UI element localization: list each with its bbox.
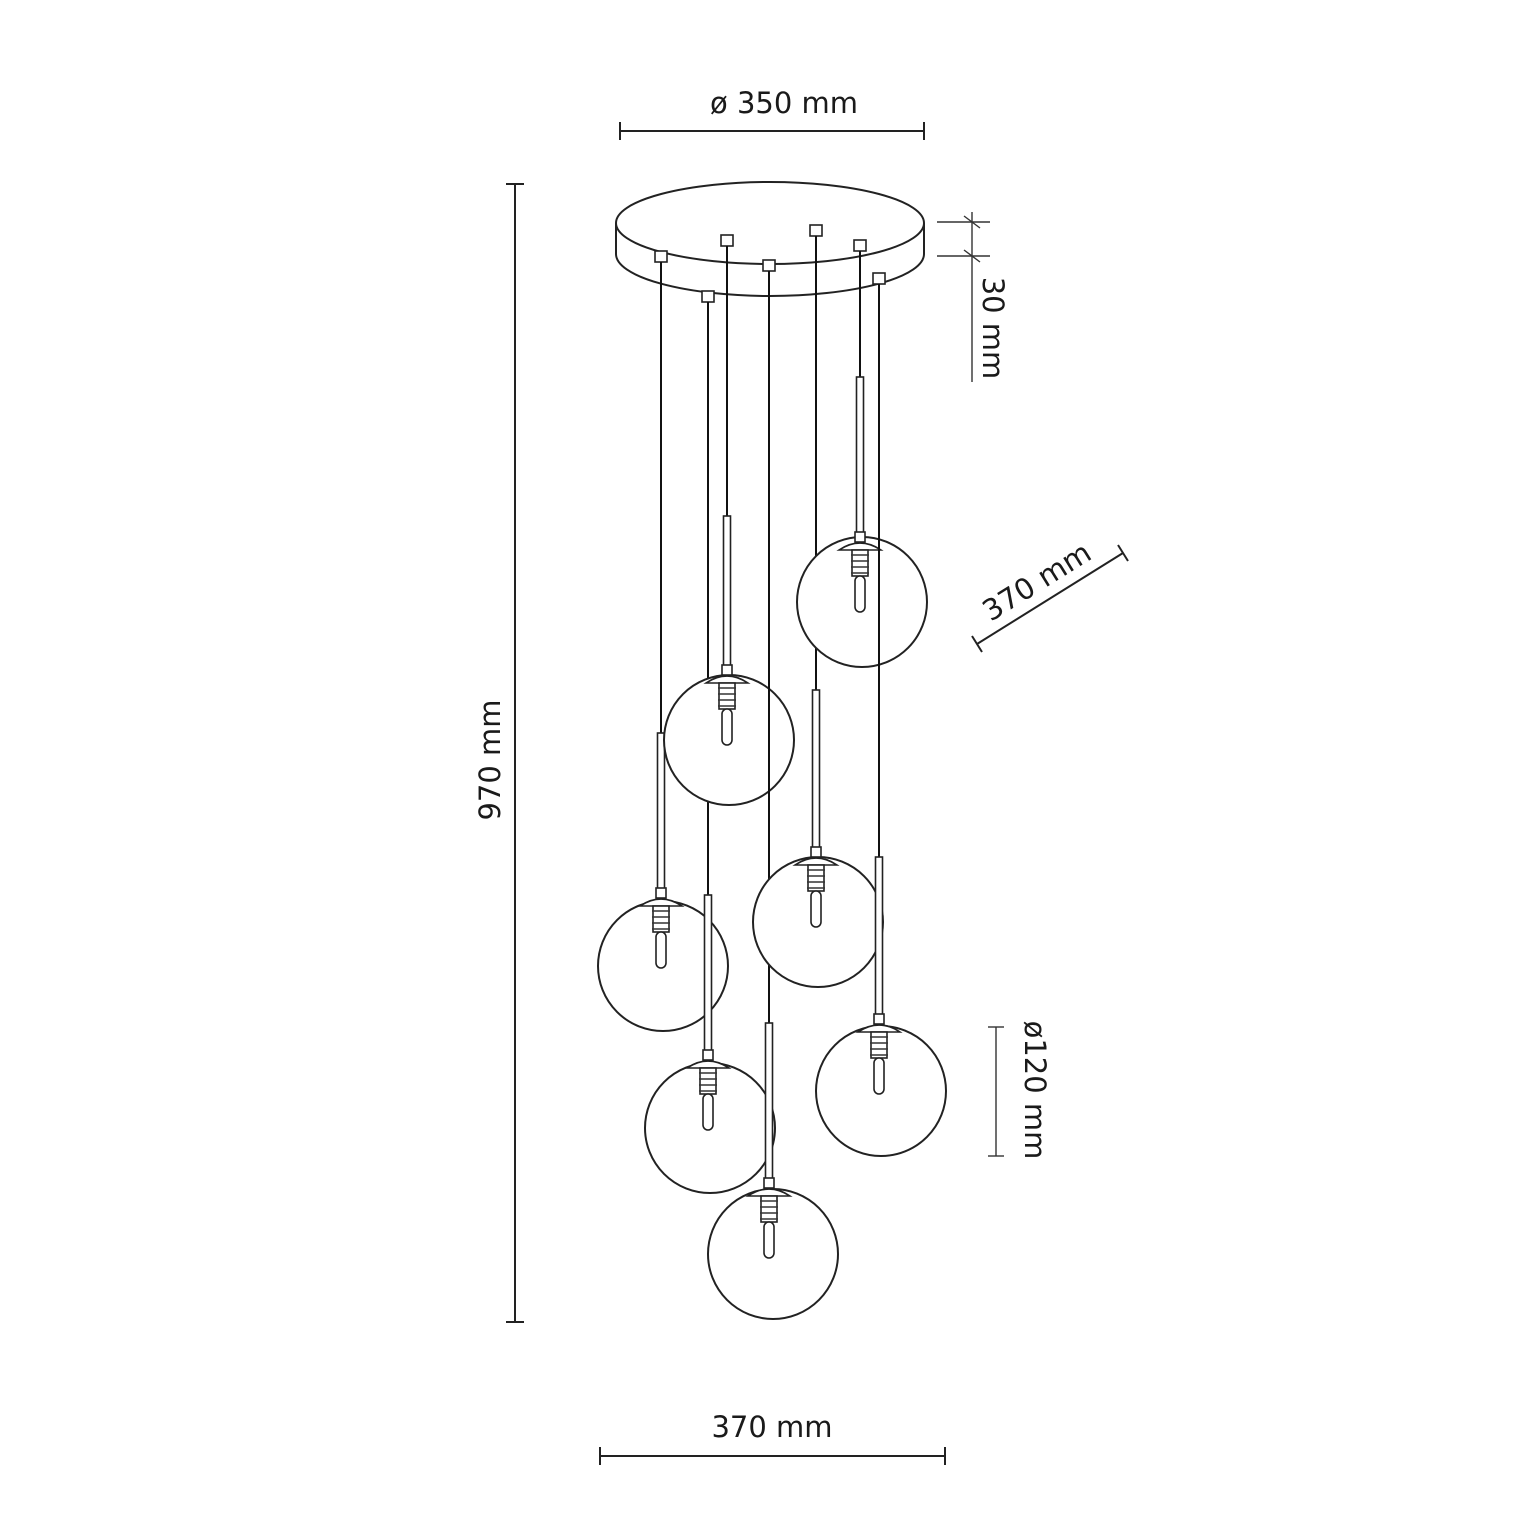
canopy-diameter-dimension: ø 350 mm [619,86,925,140]
holder-cap [873,1013,885,1025]
bulb [721,708,733,746]
cord-anchor [809,224,823,237]
metal-tube [874,856,884,1017]
lamp-socket [652,905,670,933]
holder-collar [855,1024,903,1033]
canopy-height-label: 30 mm [976,277,1010,380]
cluster-width-dimension: 370 mm [599,1410,946,1465]
lamp-socket [870,1031,888,1059]
cord-anchor [701,290,715,303]
total-height-dimension: 970 mm [473,183,524,1323]
cluster-depth-dimension: 370 mm [971,535,1129,653]
pendant-1 [597,250,729,1032]
total-height-label: 970 mm [473,699,507,820]
lamp-socket [807,864,825,892]
pendant-lights [597,224,947,1320]
canopy-height-dimension: 30 mm [937,212,1010,382]
globe-diameter-label: ø120 mm [1018,1021,1052,1160]
pendant-7 [815,272,947,1157]
holder-collar [792,857,840,866]
bulb [655,931,667,969]
holder-cap [810,846,822,858]
lamp-socket [851,549,869,577]
pendant-3 [663,234,795,806]
cluster-width-label: 370 mm [711,1410,832,1444]
canopy-diameter-label: ø 350 mm [710,86,858,120]
metal-tube [722,515,732,668]
bulb [854,575,866,613]
cord-anchor [762,259,776,272]
holder-cap [763,1177,775,1189]
cord-anchor [872,272,886,285]
lamp-socket [718,682,736,710]
holder-collar [836,542,884,551]
lamp-socket [699,1067,717,1095]
holder-cap [721,664,733,676]
holder-collar [684,1060,732,1069]
metal-tube [656,732,666,891]
holder-collar [703,675,751,684]
cord-anchor [654,250,668,263]
holder-collar [745,1188,793,1197]
bulb [702,1093,714,1131]
pendant-6 [796,239,928,668]
holder-collar [637,898,685,907]
holder-cap [655,887,667,899]
metal-tube [703,894,713,1053]
bulb [763,1221,775,1259]
holder-cap [702,1049,714,1061]
metal-tube [764,1022,774,1181]
pendant-4 [707,259,839,1320]
globe-diameter-dimension: ø120 mm [988,1021,1052,1160]
metal-tube [811,689,821,850]
metal-tube [855,376,865,535]
lamp-socket [760,1195,778,1223]
cord-anchor [720,234,734,247]
bulb [873,1057,885,1095]
holder-cap [854,531,866,543]
cord-anchor [853,239,867,252]
bulb [810,890,822,928]
